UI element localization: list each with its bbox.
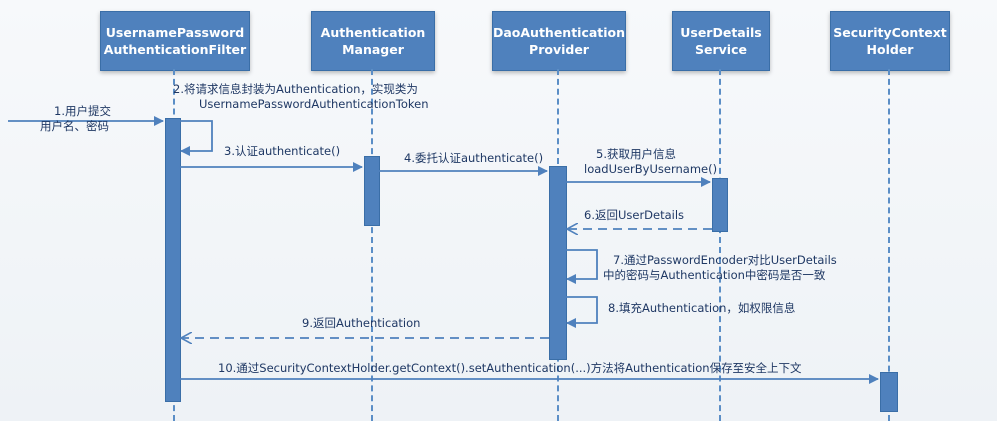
message-2-line2: UsernamePasswordAuthenticationToken [199,97,429,111]
arrow-2 [179,120,213,156]
message-10: 10.通过SecurityContextHolder.getContext().… [218,361,802,375]
activation-security-context-holder [880,372,898,412]
message-6: 6.返回UserDetails [584,208,685,222]
message-5-line1: 5.获取用户信息 [596,147,676,161]
participant-authentication-manager: Authentication Manager [311,11,435,71]
participant-label: DaoAuthentication [492,25,626,40]
participant-label: Service [695,42,747,57]
activation-filter [165,118,181,402]
participant-label: UserDetails [680,25,762,40]
message-1: 1.用户提交 用户名、密码 [38,104,111,134]
participant-label: UsernamePassword [105,25,245,40]
message-9: 9.返回Authentication [302,316,421,330]
message-5: 5.获取用户信息 loadUserByUsername() [584,147,717,177]
message-7-line1: 7.通过PasswordEncoder对比UserDetails [613,253,837,267]
participant-label: Holder [866,42,914,57]
message-8: 8.填充Authentication，如权限信息 [608,301,796,315]
lifeline-security-context-holder [888,69,890,421]
message-3: 3.认证authenticate() [224,144,341,158]
participant-label: Manager [342,42,404,57]
activation-manager [364,156,380,226]
activation-user-details-service [712,178,728,232]
message-2-line1: 2.将请求信息封装为Authentication，实现类为 [173,82,418,96]
participant-username-password-authentication-filter: UsernamePassword AuthenticationFilter [100,11,250,71]
message-7-line2: 中的密码与Authentication中密码是否一致 [603,268,826,282]
arrow-7 [565,249,598,284]
participant-label: SecurityContext [833,25,947,40]
message-5-line2: loadUserByUsername() [584,162,718,176]
message-2: 2.将请求信息封装为Authentication，实现类为 UsernamePa… [173,82,428,112]
participant-label: AuthenticationFilter [103,42,247,57]
message-4: 4.委托认证authenticate() [404,151,544,165]
lifeline-manager [371,69,373,421]
participant-label: Authentication [320,25,426,40]
arrow-8 [565,296,598,328]
participant-user-details-service: UserDetails Service [672,11,770,71]
message-1-line2: 用户名、密码 [39,119,109,133]
message-1-line1: 1.用户提交 [54,104,111,118]
message-7: 7.通过PasswordEncoder对比UserDetails 中的密码与Au… [603,253,837,283]
participant-security-context-holder: SecurityContext Holder [830,11,950,71]
lifeline-user-details-service [719,69,721,421]
participant-label: Provider [529,42,589,57]
participant-dao-authentication-provider: DaoAuthentication Provider [492,11,626,71]
activation-provider [549,166,567,360]
